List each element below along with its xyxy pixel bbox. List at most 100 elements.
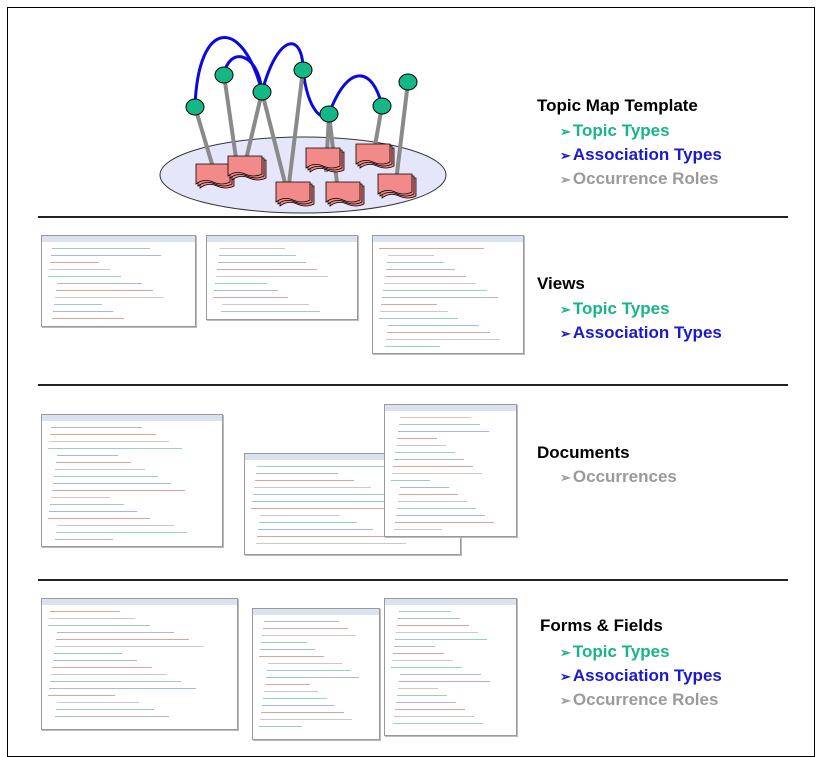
placeholder-line [379, 248, 485, 249]
documents-list: ➢Occurrences [560, 465, 677, 489]
section-title-documents: Documents [537, 443, 630, 462]
placeholder-line [214, 290, 278, 291]
placeholder-line [53, 311, 113, 312]
association-arc [260, 42, 305, 93]
placeholder-line [57, 525, 174, 526]
placeholder-line [256, 543, 407, 544]
placeholder-line [261, 712, 344, 713]
placeholder-line [220, 248, 285, 249]
document-card [195, 163, 231, 185]
placeholder-line [394, 716, 474, 717]
placeholder-line [386, 269, 455, 270]
list-item: ➢Topic Types [560, 642, 670, 661]
placeholder-line [57, 702, 140, 703]
placeholder-line [392, 660, 454, 661]
topic-node [372, 97, 392, 115]
placeholder-line [398, 688, 438, 689]
bullet-arrow-icon: ➢ [560, 645, 571, 660]
placeholder-line [52, 318, 124, 319]
placeholder-line [51, 674, 167, 675]
document-card [325, 181, 361, 203]
topic-node [252, 83, 272, 101]
occurrence-line [286, 69, 305, 193]
placeholder-line [50, 434, 156, 435]
placeholder-line [263, 698, 327, 699]
placeholder-line [396, 515, 485, 516]
placeholder-line [263, 628, 348, 629]
placeholder-line [262, 635, 357, 636]
placeholder-line [51, 255, 162, 256]
bullet-arrow-icon: ➢ [560, 326, 571, 341]
placeholder-line [258, 529, 374, 530]
placeholder-line [55, 469, 145, 470]
placeholder-line [393, 653, 445, 654]
placeholder-line [218, 262, 307, 263]
placeholder-line [54, 476, 158, 477]
placeholder-line [54, 304, 102, 305]
divider [38, 579, 788, 581]
placeholder-line [222, 304, 310, 305]
placeholder-line [399, 494, 458, 495]
placeholder-line [380, 311, 448, 312]
placeholder-line [399, 424, 481, 425]
placeholder-line [400, 417, 472, 418]
placeholder-line [215, 283, 267, 284]
topic-map-diagram [159, 36, 447, 214]
document-card [377, 173, 413, 195]
placeholder-line [49, 269, 111, 270]
document-card [305, 147, 341, 169]
placeholder-line [54, 653, 123, 654]
section-title-topic-map-template: Topic Map Template [537, 96, 698, 115]
list-item: ➢Topic Types [560, 299, 670, 318]
placeholder-line [57, 455, 118, 456]
placeholder-line [259, 726, 303, 727]
placeholder-line [393, 723, 483, 724]
placeholder-line [51, 497, 111, 498]
placeholder-line [395, 709, 465, 710]
document-card [275, 181, 311, 203]
placeholder-line [388, 255, 434, 256]
view-screenshot [372, 235, 524, 354]
document-card [227, 155, 263, 177]
placeholder-line [391, 667, 463, 668]
list-item: ➢Occurrence Roles [560, 690, 719, 709]
topic-node [398, 73, 418, 91]
placeholder-line [50, 262, 100, 263]
placeholder-line [56, 709, 154, 710]
placeholder-line [268, 663, 343, 664]
placeholder-line [400, 674, 482, 675]
placeholder-line [385, 276, 466, 277]
placeholder-line [257, 466, 429, 467]
placeholder-line [49, 441, 169, 442]
occurrence-line [193, 106, 217, 175]
placeholder-line [395, 452, 455, 453]
placeholder-line [386, 339, 501, 340]
placeholder-line [398, 618, 461, 619]
placeholder-line [395, 522, 494, 523]
placeholder-line [219, 255, 296, 256]
placeholder-line [253, 494, 388, 495]
placeholder-line [255, 480, 355, 481]
placeholder-line [396, 445, 446, 446]
placeholder-line [48, 695, 115, 696]
section-title-views: Views [537, 274, 585, 293]
form-screenshot [41, 598, 238, 730]
section-title-forms-fields: Forms & Fields [540, 616, 663, 635]
placeholder-line [51, 427, 143, 428]
placeholder-line [251, 508, 421, 509]
placeholder-line [398, 501, 467, 502]
slide-frame: Topic Map Template ➢Topic Types ➢Associa… [7, 7, 815, 757]
placeholder-line [52, 248, 151, 249]
occurrence-line [243, 91, 264, 165]
placeholder-line [265, 684, 310, 685]
placeholder-line [394, 459, 464, 460]
placeholder-line [384, 283, 477, 284]
placeholder-line [256, 473, 338, 474]
placeholder-line [400, 487, 449, 488]
topic-nodes [185, 61, 418, 123]
placeholder-line [52, 667, 152, 668]
bullet-arrow-icon: ➢ [560, 172, 571, 187]
placeholder-line [385, 346, 440, 347]
placeholder-line [397, 508, 476, 509]
list-item: ➢Occurrence Roles [560, 169, 719, 188]
